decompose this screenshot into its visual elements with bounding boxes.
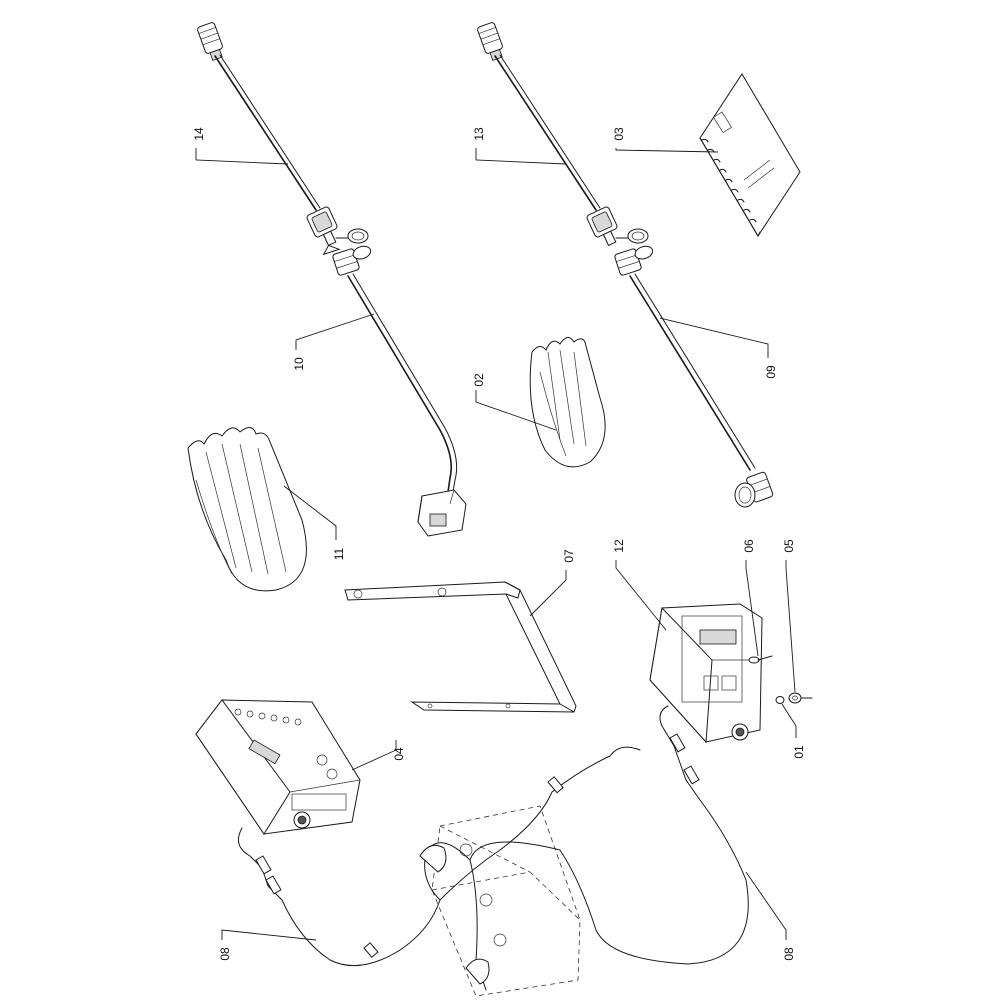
part-04-monitor (195, 699, 361, 835)
callout-03: 03 (612, 127, 626, 141)
callout-08-left: 08 (218, 947, 232, 961)
part-11-protective-cover (187, 427, 307, 592)
callout-07: 07 (562, 549, 576, 563)
battery-outline (431, 805, 581, 997)
callout-10: 10 (292, 357, 306, 371)
battery-clamps (419, 844, 490, 985)
part-13-extension-cable (477, 22, 649, 247)
part-08-power-cable-left (237, 827, 487, 991)
part-07-mounting-bracket (344, 581, 577, 713)
part-09-cable-assembly (614, 245, 774, 508)
callout-11: 11 (332, 547, 346, 560)
callout-13: 13 (472, 127, 486, 141)
callout-08-right: 08 (782, 947, 796, 961)
callout-14: 14 (192, 127, 206, 141)
part-06-screw (748, 655, 773, 664)
callout-01: 01 (792, 745, 806, 759)
part-03-manual (699, 73, 801, 237)
part-08-power-cable-right (439, 705, 749, 965)
callout-12: 12 (612, 539, 626, 553)
part-01-washer (775, 696, 813, 704)
part-02-protective-cover (529, 337, 606, 468)
callout-09: 09 (764, 365, 778, 379)
callout-labels: 14 13 03 10 09 02 11 07 12 06 05 01 04 0… (192, 127, 806, 961)
part-05-nut (788, 692, 802, 704)
part-14-extension-cable (197, 22, 369, 256)
callout-04: 04 (392, 747, 406, 761)
part-10-cable-assembly (332, 245, 467, 537)
part-12-control-unit (649, 603, 763, 744)
callout-05: 05 (782, 539, 796, 553)
callout-06: 06 (742, 539, 756, 553)
callout-02: 02 (472, 373, 486, 387)
leader-lines (195, 148, 797, 941)
